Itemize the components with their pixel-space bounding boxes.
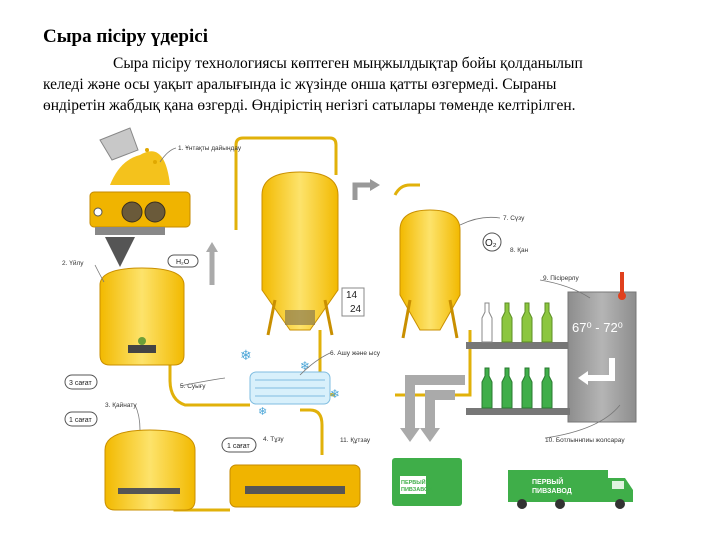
bottling-line-top xyxy=(466,302,570,349)
truck-brand-1: ПЕРВЫЙ xyxy=(532,477,563,486)
snowflake-icon: ❄ xyxy=(300,359,310,373)
water-badge: H₂O xyxy=(167,254,199,268)
oxygen-label: O₂ xyxy=(485,238,497,249)
intro-line-1: Сыра пісіру технологиясы көптеген мыңжыл… xyxy=(113,55,583,72)
step-11-label: 11. Құтзау xyxy=(340,437,371,444)
step-6-label: 6. Ашу және ысу xyxy=(330,350,381,357)
flow-arrow xyxy=(352,182,372,200)
cooler: ❄ ❄ ❄ ❄ xyxy=(240,348,340,418)
intro-line-2: келеді және осы уақыт аралығында іс жүзі… xyxy=(43,76,557,93)
beer-crate: ПЕРВЫЙ ПИВЗАВОД xyxy=(392,458,462,506)
time-badges: 3 сағат 1 сағат 1 сағат xyxy=(64,374,257,453)
step-5-label: 5. Суығу xyxy=(180,383,206,390)
boil-kettle xyxy=(104,429,196,511)
days-bottom: 24 xyxy=(350,304,362,315)
mash-tun xyxy=(99,267,185,366)
crate-brand-2: ПИВЗАВОД xyxy=(401,487,432,493)
intro-line-3: өндіретін жабдық қана өзгерді. Өндірісті… xyxy=(43,97,576,114)
step-10-label: 10. Ботлыннпиы жолсарау xyxy=(545,437,625,444)
step-3-label: 3. Қайнату xyxy=(105,401,137,409)
leader-lines xyxy=(94,147,621,439)
intro-paragraph: Сыра пісіру технологиясы көптеген мыңжыл… xyxy=(43,53,683,116)
step-labels: 1. Ұнтақты дайындау 2. Үйлу 3. Қайнату 4… xyxy=(62,144,625,444)
grain-mill xyxy=(89,127,191,235)
snowflake-icon: ❄ xyxy=(240,348,252,364)
fermentation-tank xyxy=(261,171,339,336)
delivery-truck: ПЕРВЫЙ ПИВЗАВОД xyxy=(508,470,633,509)
step-9-label: 9. Пісірерлу xyxy=(543,274,579,282)
days-note: 14 24 xyxy=(341,287,365,317)
settling-tank xyxy=(229,464,361,508)
temperature-label: 67⁰ - 72⁰ xyxy=(572,320,623,335)
truck-brand-2: ПИВЗАВОД xyxy=(532,488,572,495)
step-2-label: 2. Үйлу xyxy=(62,259,84,267)
time-badge-1: 3 сағат xyxy=(69,380,93,387)
step-1-label: 1. Ұнтақты дайындау xyxy=(178,144,242,152)
time-badge-3: 1 сағат xyxy=(227,443,251,450)
oxygen-badge: O₂ xyxy=(482,232,502,252)
pasteurizer: 67⁰ - 72⁰ xyxy=(567,272,637,423)
crate-brand-1: ПЕРВЫЙ xyxy=(401,478,426,486)
days-top: 14 xyxy=(346,290,358,301)
page-title: Сыра пісіру үдерісі xyxy=(43,26,208,47)
time-badge-2: 1 сағат xyxy=(69,417,93,424)
step-8-label: 8. Қан xyxy=(510,247,529,254)
step-7-label: 7. Сүзу xyxy=(503,215,525,222)
snowflake-icon: ❄ xyxy=(258,405,267,418)
water-label: H₂O xyxy=(176,259,190,266)
maturation-tank xyxy=(399,209,461,339)
bottling-line-bottom xyxy=(466,367,570,415)
snowflake-icon: ❄ xyxy=(330,387,340,401)
step-4-label: 4. Тұзу xyxy=(263,436,284,443)
packaging-arrows xyxy=(405,375,465,430)
